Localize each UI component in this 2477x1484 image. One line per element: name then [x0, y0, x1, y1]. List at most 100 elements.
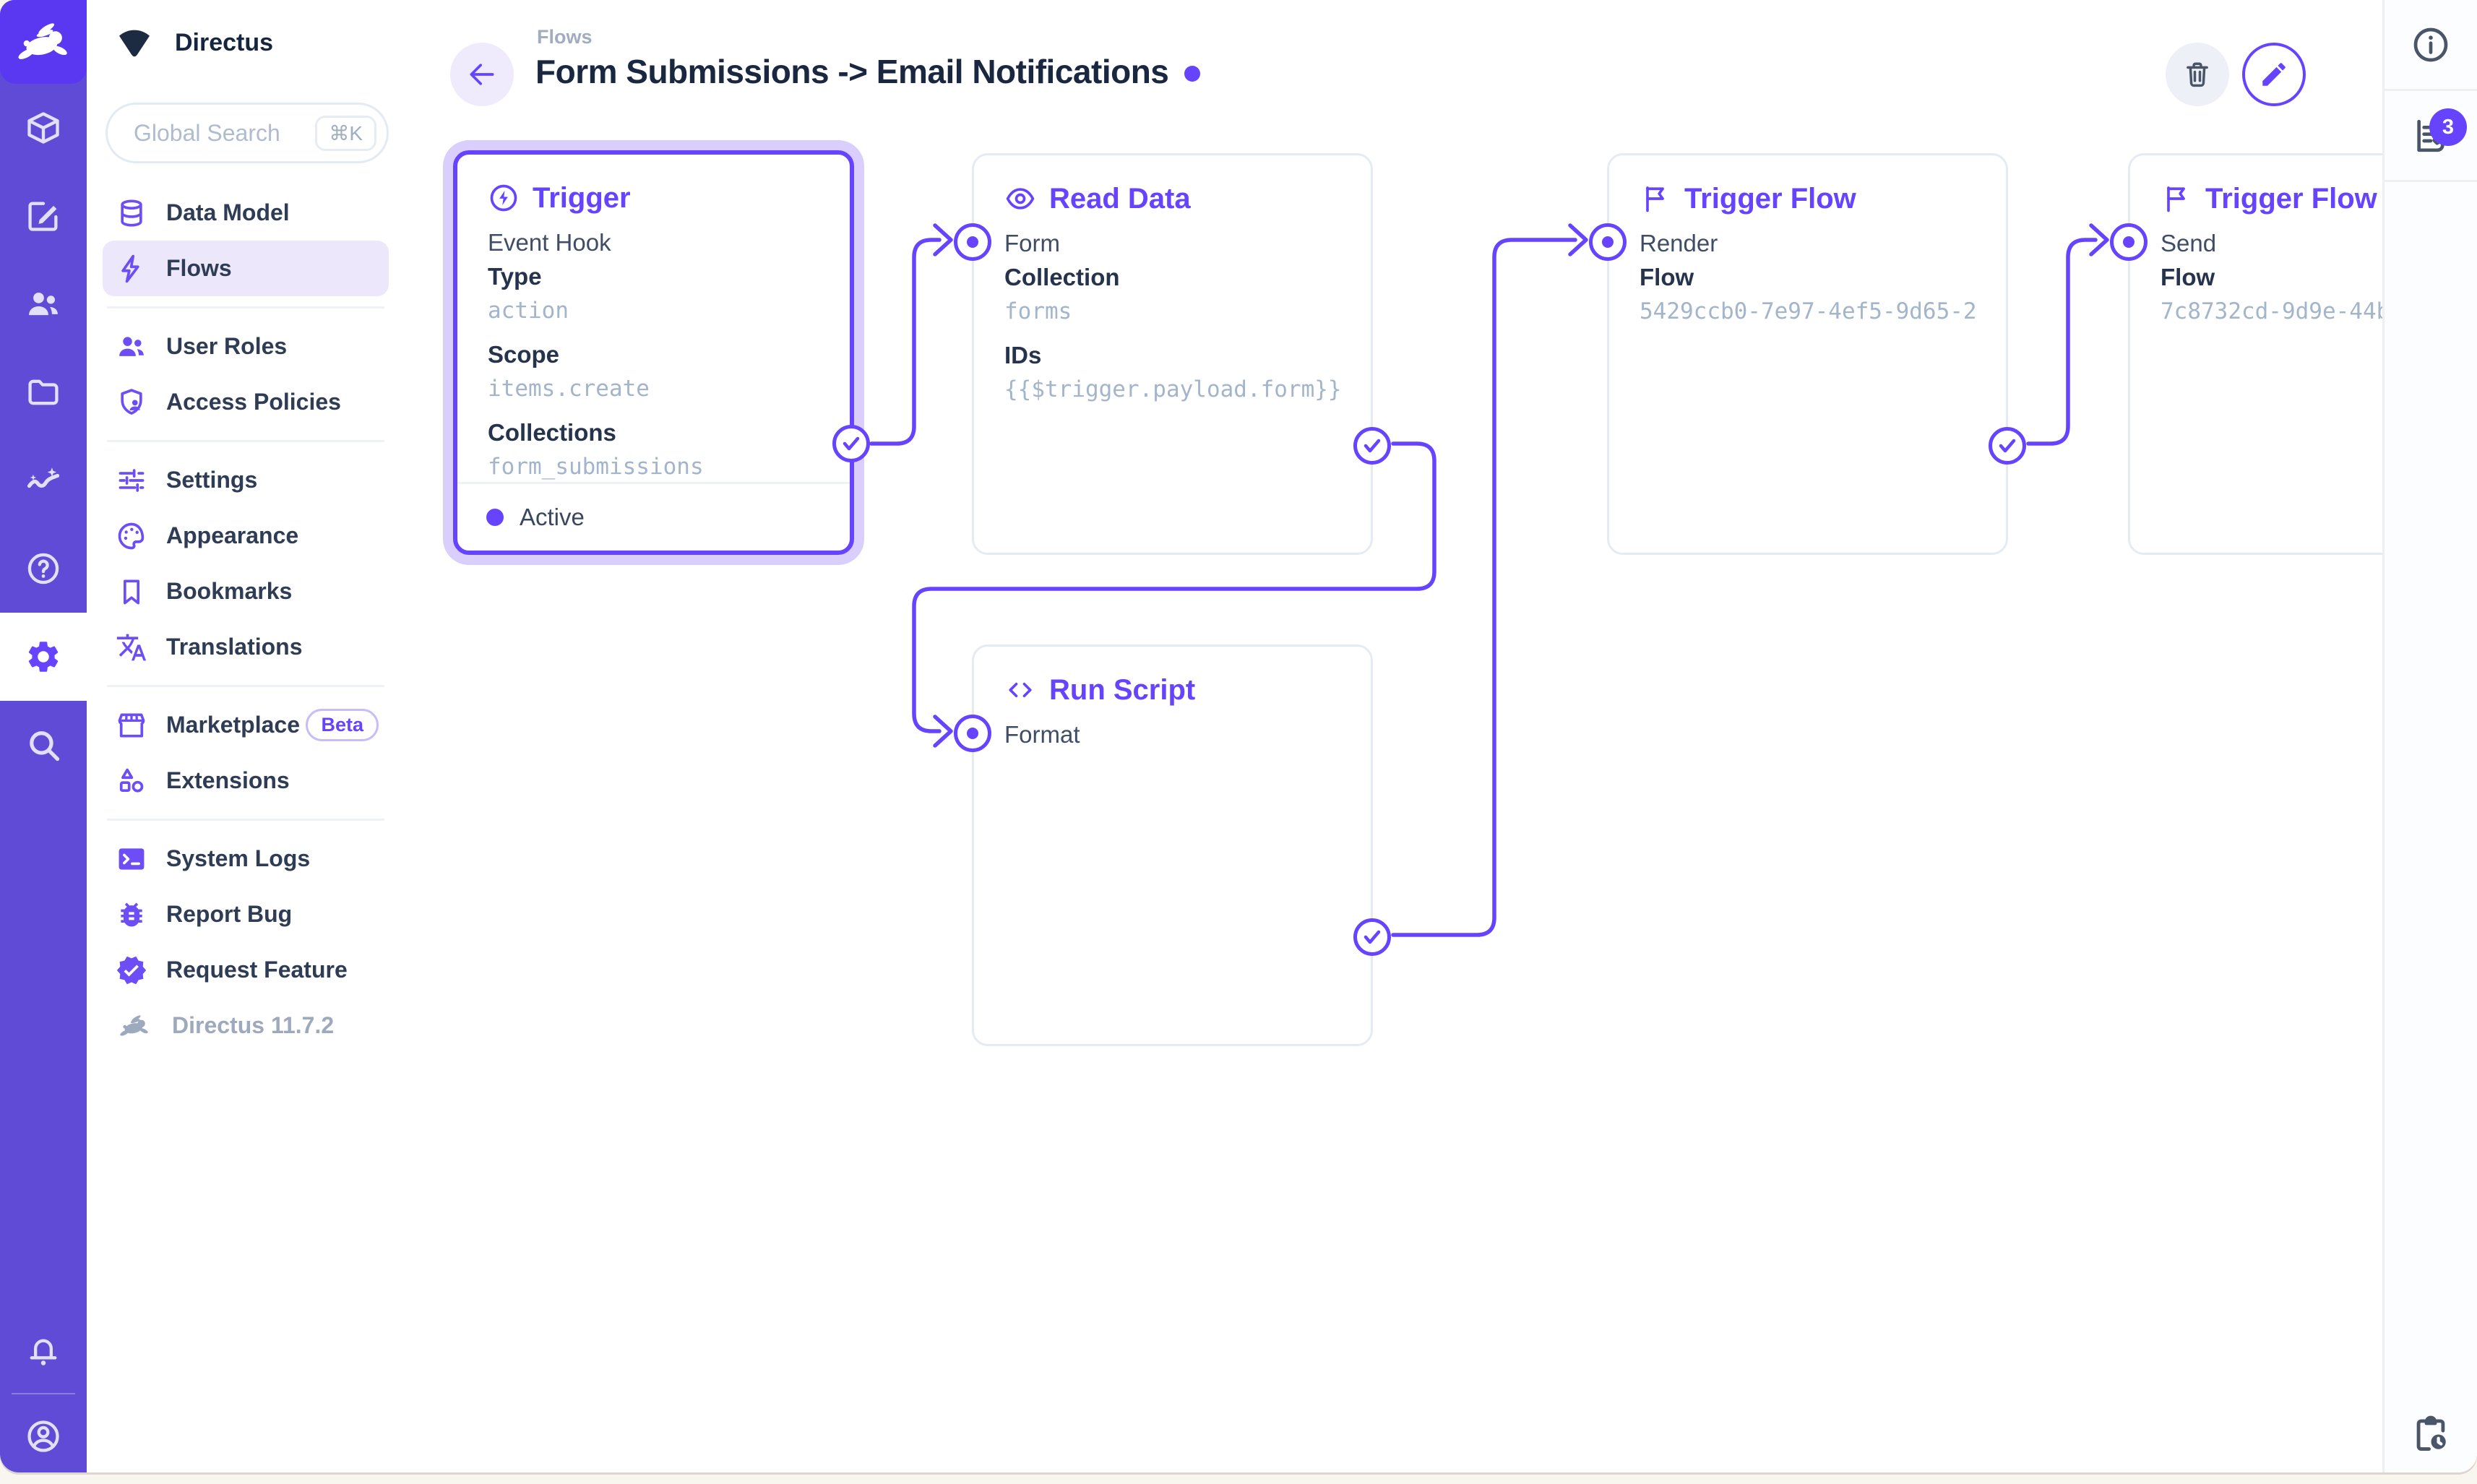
search-shortcut-badge: ⌘K	[315, 115, 376, 151]
node-name: Format	[1004, 721, 1080, 748]
arrowhead	[1568, 223, 1588, 256]
right-sidebar: 3	[2382, 0, 2477, 1472]
unsaved-changes-dot	[1184, 66, 1201, 82]
connection-trigger-to-read-data	[869, 238, 942, 446]
page-title: Form Submissions -> Email Notifications	[535, 52, 1201, 91]
module-search-icon[interactable]	[0, 701, 87, 789]
module-bar	[0, 0, 87, 1472]
pencil-icon	[2259, 59, 2289, 90]
terminal-icon	[116, 843, 147, 875]
module-settings-icon[interactable]	[0, 613, 87, 701]
module-file-library-icon[interactable]	[0, 348, 87, 436]
module-editor-icon[interactable]	[0, 172, 87, 260]
connection-render-to-send	[2026, 238, 2098, 446]
sidebar-divider	[107, 685, 384, 687]
extensions-icon	[116, 765, 147, 797]
project-gem-icon	[114, 25, 155, 60]
module-bar-divider	[12, 1393, 75, 1394]
input-port[interactable]	[2110, 223, 2148, 261]
sidebar-item-translations[interactable]: Translations	[103, 619, 389, 675]
revisions-button[interactable]	[2385, 1413, 2477, 1455]
node-run-script[interactable]: Run Script Format	[954, 644, 1391, 1046]
notification-count-badge: 3	[2429, 108, 2467, 146]
arrow-left-icon	[466, 59, 498, 90]
sliders-icon	[116, 465, 147, 496]
translate-icon	[116, 631, 147, 663]
database-icon	[116, 197, 147, 229]
node-trigger-flow-send[interactable]: Trigger Flow Send Flow 7c8732cd-9d9e-44b…	[2110, 153, 2382, 555]
sidebar-item-settings[interactable]: Settings	[103, 452, 389, 508]
node-trigger-flow-render[interactable]: Trigger Flow Render Flow 5429ccb0-7e97-4…	[1589, 153, 2026, 555]
input-port[interactable]	[1589, 223, 1627, 261]
sidebar-divider	[107, 819, 384, 821]
node-title: Trigger	[488, 179, 819, 217]
eye-icon	[1004, 183, 1036, 215]
palette-icon	[116, 520, 147, 552]
input-port[interactable]	[954, 223, 991, 261]
verified-badge-icon	[116, 954, 147, 986]
resolve-port[interactable]	[1353, 918, 1391, 956]
sidebar-item-extensions[interactable]: Extensions	[103, 753, 389, 808]
sidebar-item-marketplace[interactable]: Marketplace Beta	[103, 697, 389, 753]
sidebar-item-data-model[interactable]: Data Model	[103, 185, 389, 241]
node-name: Event Hook	[488, 229, 611, 256]
flag-icon	[1640, 183, 1671, 215]
back-button[interactable]	[450, 43, 514, 106]
module-bar-spacer	[0, 789, 87, 1315]
code-brackets-icon	[1004, 674, 1036, 706]
clipboard-clock-icon	[2410, 1413, 2452, 1455]
flag-icon	[2161, 183, 2192, 215]
node-trigger[interactable]: Trigger Event Hook Type action Scope ite…	[453, 150, 870, 555]
sidebar-item-access-policies[interactable]: Access Policies	[103, 374, 389, 430]
people-icon	[116, 331, 147, 363]
info-sidebar-button[interactable]	[2385, 0, 2477, 91]
module-user-directory-icon[interactable]	[0, 260, 87, 348]
shield-user-icon	[116, 387, 147, 418]
project-header[interactable]: Directus	[87, 0, 405, 85]
input-port[interactable]	[954, 715, 991, 752]
sidebar-item-request-feature[interactable]: Request Feature	[103, 942, 389, 998]
info-icon	[2411, 25, 2451, 65]
edit-flow-button[interactable]	[2242, 43, 2306, 106]
node-read-data[interactable]: Read Data Form Collection forms IDs {{$t…	[954, 153, 1391, 555]
resolve-port[interactable]	[1989, 427, 2026, 465]
module-docs-icon[interactable]	[0, 525, 87, 613]
module-insights-icon[interactable]	[0, 436, 87, 525]
trash-icon	[2182, 59, 2213, 90]
arrowhead	[933, 223, 953, 256]
sidebar-item-system-logs[interactable]: System Logs	[103, 831, 389, 886]
header-actions	[2166, 43, 2306, 106]
status-dot	[486, 509, 504, 526]
search-input[interactable]	[132, 118, 316, 147]
trigger-status: Active	[457, 482, 850, 551]
sidebar-divider	[107, 306, 384, 309]
resolve-port[interactable]	[1353, 427, 1391, 465]
flow-canvas: Flows Form Submissions -> Email Notifica…	[405, 0, 2382, 1472]
sidebar-item-user-roles[interactable]: User Roles	[103, 319, 389, 374]
sidebar-item-flows[interactable]: Flows	[103, 241, 389, 296]
node-title: Read Data	[1004, 180, 1340, 217]
breadcrumb[interactable]: Flows	[537, 26, 593, 48]
sidebar-item-appearance[interactable]: Appearance	[103, 508, 389, 564]
module-content-icon[interactable]	[0, 84, 87, 172]
user-avatar-icon[interactable]	[0, 1400, 87, 1472]
sidebar-item-report-bug[interactable]: Report Bug	[103, 886, 389, 942]
delete-flow-button[interactable]	[2166, 43, 2229, 106]
sidebar-item-bookmarks[interactable]: Bookmarks	[103, 564, 389, 619]
logs-sidebar-button[interactable]: 3	[2385, 91, 2477, 182]
arrowhead	[2089, 223, 2109, 256]
global-search[interactable]: ⌘K	[105, 103, 389, 163]
status-label: Active	[520, 504, 585, 530]
node-name: Form	[1004, 230, 1060, 256]
resolve-port[interactable]	[832, 425, 870, 462]
notifications-bell-icon[interactable]	[0, 1315, 87, 1387]
bug-icon	[116, 899, 147, 931]
node-title: Trigger Flow	[1640, 180, 1976, 217]
storefront-icon	[116, 709, 147, 741]
directus-rabbit-logo-icon[interactable]	[0, 0, 87, 84]
settings-sidebar: Directus ⌘K Data Model Flows User Roles	[87, 0, 405, 1472]
rabbit-icon	[116, 1011, 153, 1040]
node-title: Run Script	[1004, 671, 1340, 709]
